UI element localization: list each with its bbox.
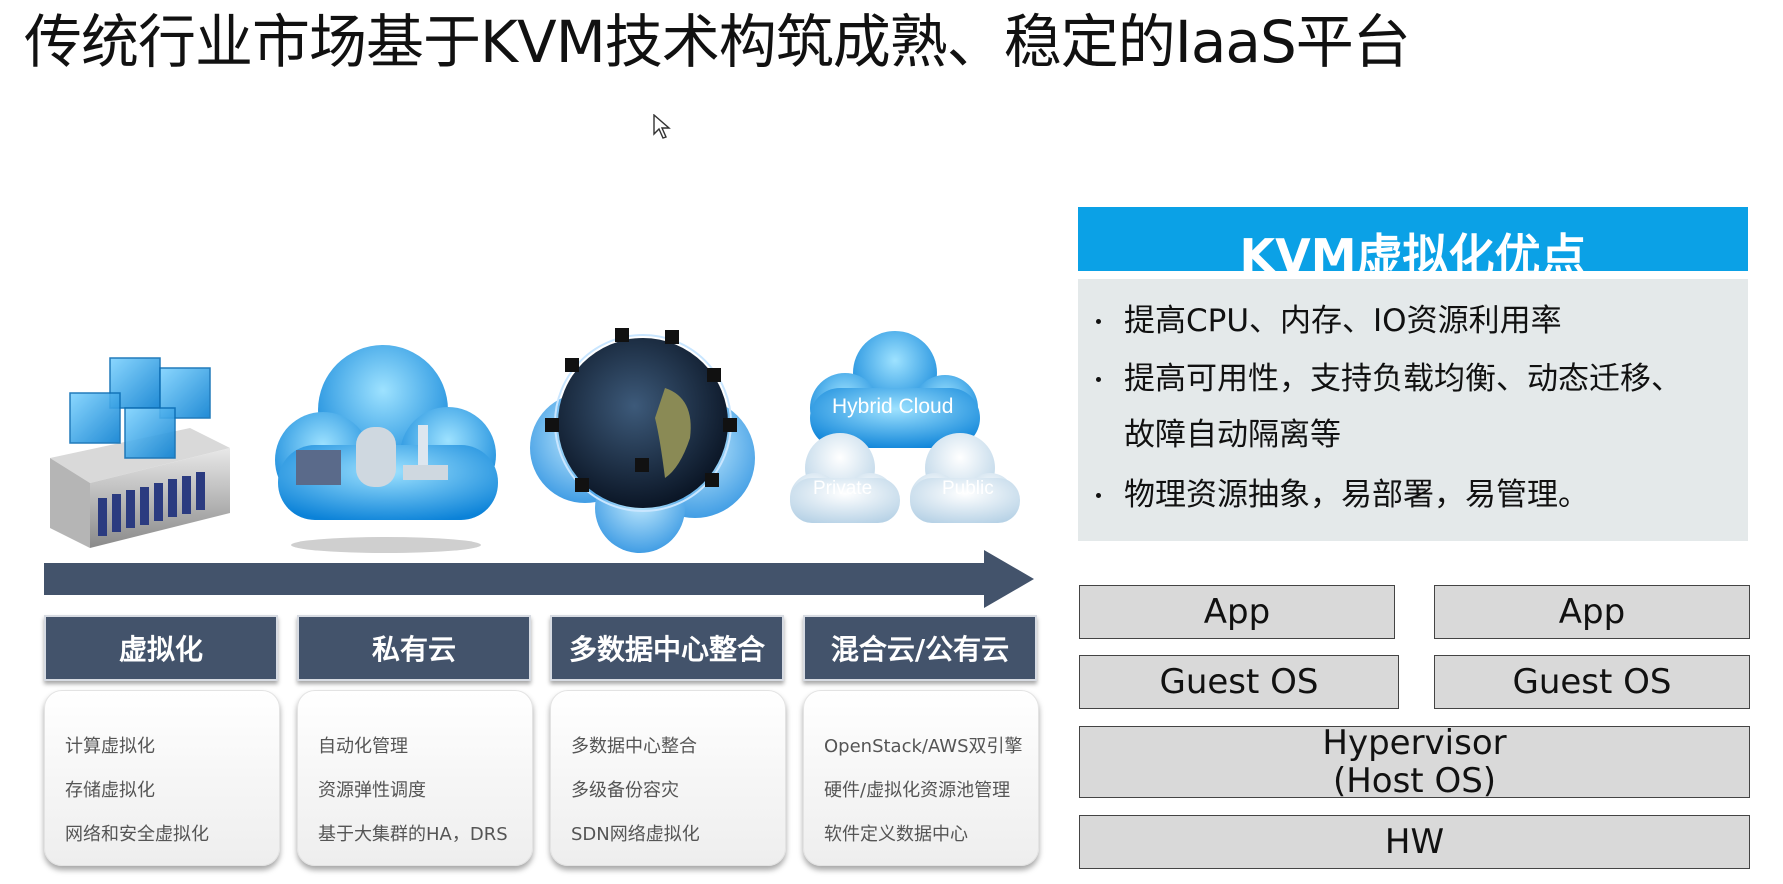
- list-item: 软件定义数据中心: [824, 824, 968, 845]
- hw-box: HW: [1079, 815, 1750, 869]
- app-box-right: App: [1434, 585, 1750, 639]
- hybrid-cloud-icon: [790, 331, 1020, 523]
- bullet-icon: [1096, 377, 1101, 382]
- list-item: 基于大集群的HA，DRS: [318, 824, 508, 845]
- stage-head-virtualization: 虚拟化: [44, 615, 278, 681]
- list-item: 自动化管理: [318, 736, 408, 757]
- list-item: 硬件/虚拟化资源池管理: [824, 780, 1011, 801]
- list-item: 网络和安全虚拟化: [65, 824, 209, 845]
- list-item: 多级备份容灾: [571, 780, 679, 801]
- advantages-panel: 提高CPU、内存、IO资源利用率 提高可用性，支持负载均衡、动态迁移、 故障自动…: [1078, 279, 1748, 541]
- advantages-header: KVM虚拟化优点: [1078, 207, 1748, 271]
- stage-head-hybrid-cloud: 混合云/公有云: [803, 615, 1037, 681]
- bullet-icon: [1096, 493, 1101, 498]
- hybrid-cloud-label: Hybrid Cloud: [832, 395, 954, 418]
- guest-os-box-left: Guest OS: [1079, 655, 1399, 709]
- hypervisor-box: Hypervisor (Host OS): [1079, 723, 1750, 801]
- stage-head-multi-dc: 多数据中心整合: [550, 615, 784, 681]
- advantages-header-text: KVM虚拟化优点: [1239, 229, 1587, 271]
- stage-head-private-cloud: 私有云: [297, 615, 531, 681]
- stage-card-hybrid-cloud: OpenStack/AWS双引擎 硬件/虚拟化资源池管理 软件定义数据中心: [803, 690, 1039, 866]
- stage-card-multi-dc: 多数据中心整合 多级备份容灾 SDN网络虚拟化: [550, 690, 786, 866]
- list-item: 多数据中心整合: [571, 736, 697, 757]
- server-virtualization-icon: [50, 357, 230, 548]
- private-cloud-label: Private: [813, 478, 873, 499]
- app-box-left: App: [1079, 585, 1395, 639]
- stage-card-virtualization: 计算虚拟化 存储虚拟化 网络和安全虚拟化: [44, 690, 280, 866]
- hypervisor-label: Hypervisor: [1322, 723, 1507, 763]
- host-os-label: (Host OS): [1332, 761, 1497, 801]
- guest-os-box-right: Guest OS: [1434, 655, 1750, 709]
- list-item: OpenStack/AWS双引擎: [824, 736, 1023, 757]
- list-item: 存储虚拟化: [65, 780, 155, 801]
- list-item: SDN网络虚拟化: [571, 824, 700, 845]
- evolution-arrow: [44, 550, 1034, 608]
- list-item: 资源弹性调度: [318, 780, 426, 801]
- public-cloud-label: Public: [942, 478, 994, 499]
- bullet-icon: [1096, 319, 1101, 324]
- list-item: 计算虚拟化: [65, 736, 155, 757]
- page-title: 传统行业市场基于KVM技术构筑成熟、稳定的IaaS平台: [24, 8, 1411, 76]
- globe-datacenter-icon: [530, 328, 755, 553]
- mouse-cursor-icon: [653, 114, 671, 139]
- private-cloud-icon: [275, 345, 498, 553]
- stage-card-private-cloud: 自动化管理 资源弹性调度 基于大集群的HA，DRS: [297, 690, 533, 866]
